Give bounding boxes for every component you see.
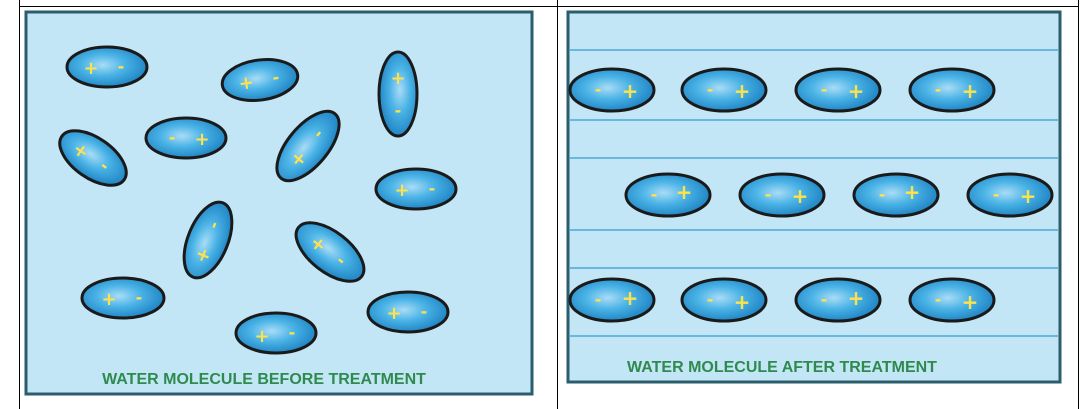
molecule: - + <box>146 118 226 158</box>
svg-text:+: + <box>848 286 865 310</box>
molecule: + - <box>236 313 316 353</box>
svg-text:-: - <box>707 290 714 309</box>
molecule: - + <box>910 279 994 321</box>
svg-text:+: + <box>394 180 409 201</box>
svg-text:-: - <box>421 302 428 321</box>
svg-text:-: - <box>935 80 942 99</box>
molecule: + - <box>82 278 164 318</box>
molecule: - + <box>854 174 938 216</box>
svg-text:+: + <box>237 72 255 95</box>
svg-text:-: - <box>595 80 602 99</box>
svg-text:-: - <box>821 290 828 309</box>
svg-text:-: - <box>707 80 714 99</box>
svg-text:+: + <box>734 290 751 314</box>
molecule: + - <box>67 47 147 87</box>
molecule: - + <box>682 69 766 111</box>
svg-text:-: - <box>821 80 828 99</box>
molecule: - + <box>796 279 880 321</box>
svg-text:-: - <box>993 185 1000 204</box>
svg-text:+: + <box>1020 184 1037 208</box>
svg-text:-: - <box>651 185 658 204</box>
svg-text:-: - <box>169 128 176 147</box>
table-border-top <box>19 6 1079 7</box>
svg-text:+: + <box>194 129 209 150</box>
molecule: - + <box>796 69 880 111</box>
svg-text:-: - <box>395 101 402 120</box>
molecule: + - <box>368 292 448 332</box>
table-border-right <box>1078 0 1079 409</box>
svg-text:+: + <box>904 180 921 204</box>
before-treatment-panel: + - + - + - + - - + + - + - + - + - <box>24 10 540 402</box>
molecule: - + <box>968 174 1052 216</box>
svg-text:+: + <box>390 68 405 89</box>
svg-text:+: + <box>254 326 269 347</box>
svg-text:+: + <box>676 180 693 204</box>
svg-text:-: - <box>429 179 436 198</box>
after-treatment-panel: - + - + - + - + - + - + - + - + - + <box>566 10 1064 390</box>
svg-text:+: + <box>101 289 116 310</box>
molecule: - + <box>570 279 654 321</box>
svg-text:+: + <box>962 79 979 103</box>
svg-text:+: + <box>792 184 809 208</box>
svg-text:-: - <box>879 185 886 204</box>
svg-text:-: - <box>765 185 772 204</box>
molecule: - + <box>910 69 994 111</box>
svg-text:+: + <box>386 303 401 324</box>
molecule: - + <box>626 174 710 216</box>
svg-text:+: + <box>734 79 751 103</box>
molecule: - + <box>570 69 654 111</box>
svg-text:-: - <box>595 290 602 309</box>
svg-text:+: + <box>622 79 639 103</box>
table-border-left <box>19 0 20 409</box>
svg-text:+: + <box>83 58 98 79</box>
svg-text:-: - <box>118 57 125 76</box>
svg-text:+: + <box>622 286 639 310</box>
svg-text:+: + <box>962 290 979 314</box>
molecule: + - <box>376 169 456 209</box>
svg-text:-: - <box>935 290 942 309</box>
table-border-middle <box>557 0 558 409</box>
svg-text:+: + <box>848 79 865 103</box>
before-caption: WATER MOLECULE BEFORE TREATMENT <box>102 371 426 388</box>
molecule: - + <box>740 174 824 216</box>
after-caption: WATER MOLECULE AFTER TREATMENT <box>627 359 937 376</box>
molecule: + - <box>379 52 417 136</box>
svg-text:-: - <box>289 323 296 342</box>
svg-text:-: - <box>136 288 143 307</box>
molecule: - + <box>682 279 766 321</box>
